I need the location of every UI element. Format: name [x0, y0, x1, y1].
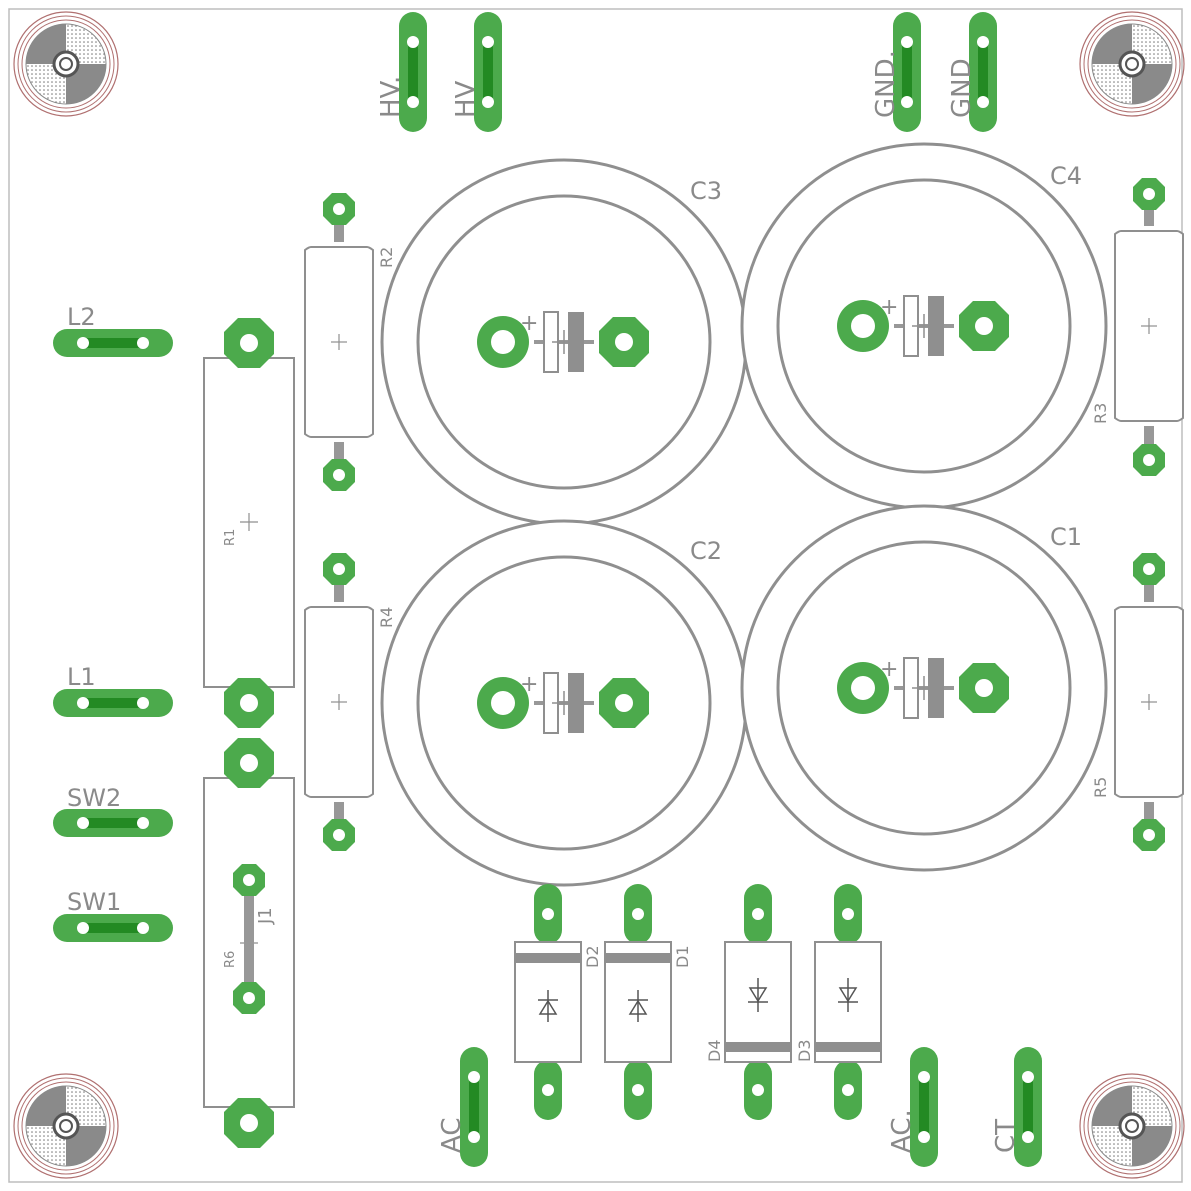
jumper-j1[interactable]	[233, 864, 265, 1014]
diode-d1[interactable]	[604, 884, 672, 1120]
r5-label: R5	[1091, 777, 1110, 798]
d4-label: D4	[705, 1040, 724, 1063]
c3-label: C3	[690, 177, 722, 205]
d3-label: D3	[795, 1040, 814, 1063]
svg-text:+: +	[520, 311, 538, 336]
resistor-r1[interactable]	[203, 318, 295, 728]
capacitor-c2[interactable]: +	[380, 519, 748, 887]
diode-symbol-icon	[748, 978, 768, 1012]
hv1-label: HV.	[376, 76, 406, 118]
svg-text:+: +	[520, 672, 538, 697]
diode-d2[interactable]	[514, 884, 582, 1120]
diode-d3[interactable]	[814, 884, 882, 1120]
gnd2-label: GND	[947, 58, 977, 118]
sw1-label: SW1	[67, 888, 121, 916]
hv2-label: HV	[451, 80, 481, 118]
sw1-connector[interactable]	[53, 914, 173, 942]
l2-label: L2	[67, 303, 96, 331]
l2-connector[interactable]	[53, 329, 173, 357]
diode-symbol-icon	[838, 978, 858, 1012]
r6-label: R6	[223, 951, 238, 968]
capacitor-c3[interactable]: +	[380, 158, 748, 526]
r2-label: R2	[377, 247, 396, 268]
diode-d4[interactable]	[724, 884, 792, 1120]
svg-text:+: +	[880, 295, 898, 320]
mounting-hole-icon	[1078, 10, 1186, 118]
j1-label: J1	[255, 907, 276, 925]
sw2-label: SW2	[67, 784, 121, 812]
diode-symbol-icon	[538, 990, 558, 1022]
capacitor-c1[interactable]: +	[740, 504, 1108, 872]
r1-label: R1	[223, 529, 238, 546]
c2-label: C2	[690, 537, 722, 565]
ac1-label: AC	[437, 1118, 467, 1153]
d1-label: D1	[673, 946, 692, 969]
sw2-connector[interactable]	[53, 809, 173, 837]
mounting-hole-icon	[12, 1072, 120, 1180]
mounting-hole-icon	[12, 10, 120, 118]
capacitor-c4[interactable]: +	[740, 142, 1108, 510]
l1-connector[interactable]	[53, 689, 173, 717]
r4-label: R4	[377, 607, 396, 628]
gnd1-label: GND.	[871, 50, 901, 118]
c1-label: C1	[1050, 523, 1082, 551]
ct-label: CT	[991, 1119, 1021, 1153]
c4-label: C4	[1050, 162, 1082, 190]
diode-symbol-icon	[628, 990, 648, 1022]
mounting-hole-icon	[1078, 1072, 1186, 1180]
svg-text:+: +	[880, 657, 898, 682]
r3-label: R3	[1091, 403, 1110, 424]
l1-label: L1	[67, 663, 96, 691]
ac2-label: AC.	[887, 1109, 917, 1153]
d2-label: D2	[583, 946, 602, 969]
